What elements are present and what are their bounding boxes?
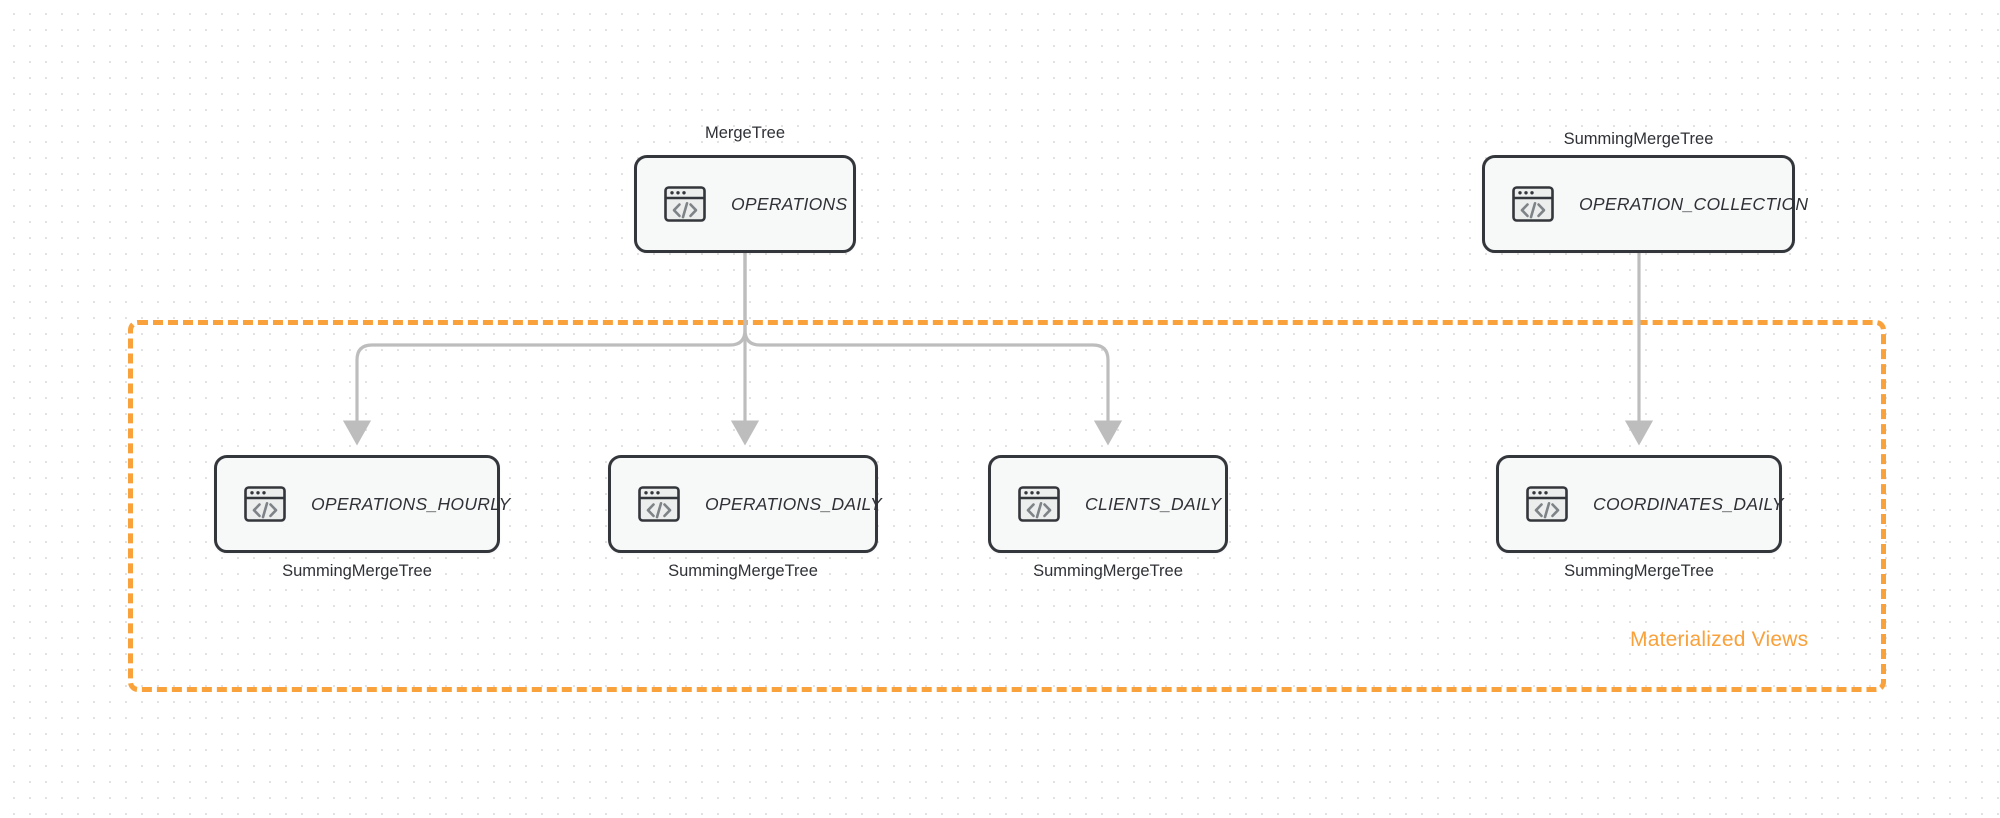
materialized-views-group-label: Materialized Views xyxy=(1630,628,1809,651)
code-window-icon xyxy=(661,180,709,228)
engine-caption-operations-hourly: SummingMergeTree xyxy=(282,562,432,580)
node-operation-collection[interactable]: OPERATION_COLLECTION xyxy=(1482,155,1808,253)
code-window-icon xyxy=(1509,180,1557,228)
code-window-icon xyxy=(635,480,683,528)
engine-caption-operations: MergeTree xyxy=(704,124,786,142)
node-operations-daily[interactable]: OPERATIONS_DAILY xyxy=(608,455,882,553)
node-label-operations-hourly: OPERATIONS_HOURLY xyxy=(311,493,511,514)
node-coordinates-daily[interactable]: COORDINATES_DAILY xyxy=(1496,455,1784,553)
node-label-clients-daily: CLIENTS_DAILY xyxy=(1085,493,1222,514)
engine-caption-operation-collection: SummingMergeTree xyxy=(1563,130,1714,148)
code-window-icon xyxy=(1523,480,1571,528)
engine-caption-operations-daily: SummingMergeTree xyxy=(668,562,818,580)
engine-caption-clients-daily: SummingMergeTree xyxy=(1033,562,1183,580)
code-window-icon xyxy=(1015,480,1063,528)
node-operations[interactable]: OPERATIONS xyxy=(634,155,856,253)
node-label-coordinates-daily: COORDINATES_DAILY xyxy=(1593,493,1784,514)
node-label-operation-collection: OPERATION_COLLECTION xyxy=(1579,193,1809,214)
engine-caption-coordinates-daily: SummingMergeTree xyxy=(1564,562,1714,580)
code-window-icon xyxy=(241,480,289,528)
node-clients-daily[interactable]: CLIENTS_DAILY xyxy=(988,455,1228,553)
node-label-operations-daily: OPERATIONS_DAILY xyxy=(705,493,882,514)
node-label-operations: OPERATIONS xyxy=(731,193,848,214)
node-operations-hourly[interactable]: OPERATIONS_HOURLY xyxy=(214,455,510,553)
